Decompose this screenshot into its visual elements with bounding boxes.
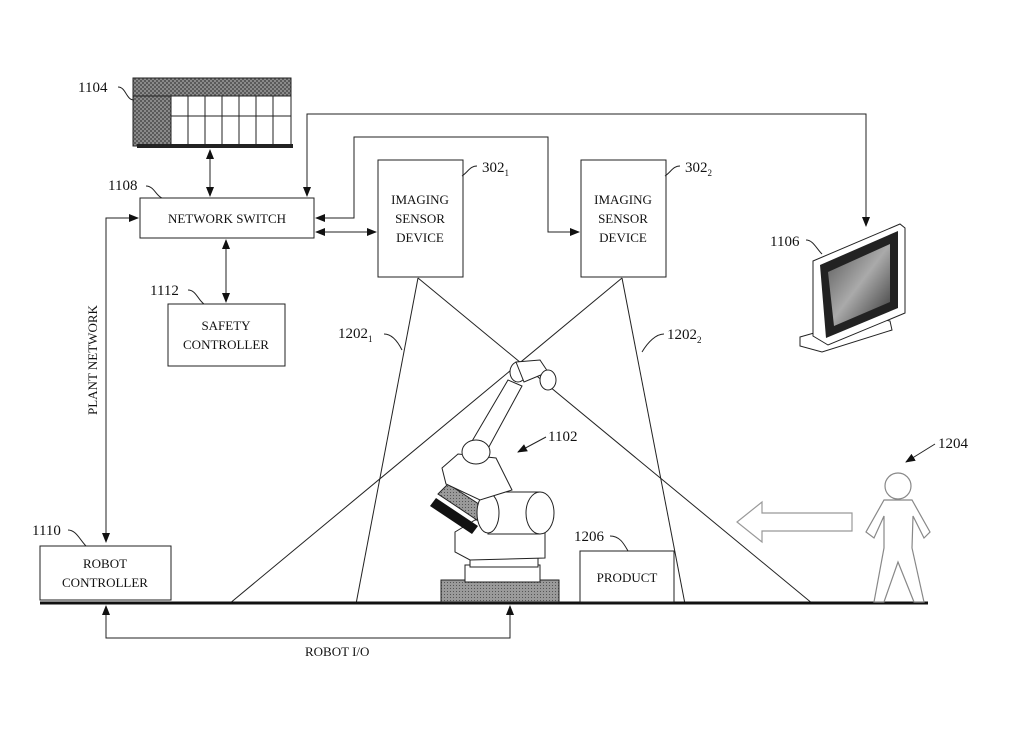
- ref-1108: 1108: [108, 178, 137, 194]
- network-switch-label: NETWORK SWITCH: [168, 211, 286, 226]
- ref-1112: 1112: [150, 283, 179, 299]
- safety-controller-label-1: SAFETY: [201, 318, 251, 333]
- ref-1204: 1204: [938, 436, 969, 452]
- leader-1206: [610, 536, 628, 551]
- safety-controller-label-2: CONTROLLER: [183, 337, 269, 352]
- leader-1202-2: [642, 334, 664, 352]
- robot-io-link: [106, 606, 510, 638]
- leader-1104: [118, 87, 134, 100]
- ref-1202-1: 12021: [338, 326, 373, 344]
- ref-1202-2: 12022: [667, 327, 702, 345]
- plc-rack: [133, 78, 293, 148]
- leader-1108: [146, 186, 162, 198]
- ref-1110: 1110: [32, 523, 61, 539]
- product-label: PRODUCT: [597, 570, 658, 585]
- industrial-robot: [430, 360, 559, 602]
- ref-1206: 1206: [574, 529, 605, 545]
- ref-1106: 1106: [770, 234, 800, 250]
- plant-network-label: PLANT NETWORK: [85, 304, 100, 415]
- imaging-sensor-2-label-2: SENSOR: [598, 211, 648, 226]
- leader-1112: [188, 290, 204, 304]
- imaging-sensor-1-label-3: DEVICE: [396, 230, 444, 245]
- imaging-sensor-1-label-1: IMAGING: [391, 192, 449, 207]
- robot-controller-box: [40, 546, 171, 600]
- monitor: [800, 224, 905, 352]
- leader-1106: [806, 240, 822, 254]
- ref-1102: 1102: [548, 429, 577, 445]
- leader-1204: [906, 444, 935, 462]
- approach-arrow: [737, 502, 852, 542]
- robot-controller-label-1: ROBOT: [83, 556, 127, 571]
- plant-network-link: [106, 218, 138, 542]
- imaging-sensor-2-label-3: DEVICE: [599, 230, 647, 245]
- robot-controller-label-2: CONTROLLER: [62, 575, 148, 590]
- ref-302-1: 3021: [482, 160, 509, 178]
- ref-302-2: 3022: [685, 160, 712, 178]
- human-figure: [866, 473, 930, 602]
- robot-io-label: ROBOT I/O: [305, 644, 369, 659]
- leader-302-1: [462, 166, 477, 176]
- ref-1104: 1104: [78, 80, 108, 96]
- leader-1102: [518, 437, 546, 452]
- leader-1202-1: [384, 334, 402, 350]
- safety-controller-box: [168, 304, 285, 366]
- imaging-sensor-2-label-1: IMAGING: [594, 192, 652, 207]
- leader-1110: [68, 530, 86, 546]
- imaging-sensor-1-label-2: SENSOR: [395, 211, 445, 226]
- leader-302-2: [665, 166, 680, 176]
